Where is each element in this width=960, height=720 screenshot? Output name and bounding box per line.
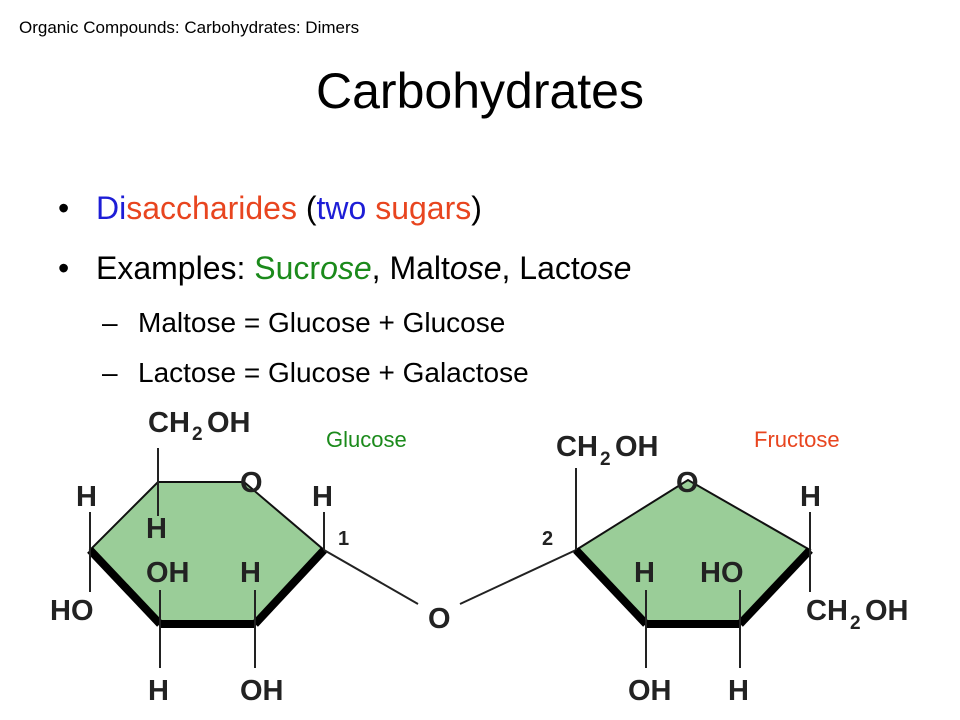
bullet2-lead: Examples: [96,250,255,286]
glycosidic-bond-right [459,549,577,605]
glucose-ch2oh-oh: OH [207,407,251,439]
bullet1-sugars: sugars [375,190,472,226]
sub-bullet-maltose: –Maltose = Glucose + Glucose [58,298,631,348]
sucrose-structure-diagram: Glucose Fructose CH 2 OH O H H H OH H HO… [50,407,909,707]
dash-marker: – [102,357,118,388]
bullet1-saccharides: saccharides [126,190,297,226]
glucose-ho-left: HO [50,595,94,627]
example-lactose-root: , Lact [501,250,580,286]
bullet-disaccharides: Disaccharides (two sugars) [58,178,631,238]
bullet1-close-paren: ) [471,190,482,226]
example-maltose-root: , Malt [371,250,450,286]
fructose-ch2oh-top-ch: CH [556,431,598,463]
glucose-h-bottom: H [148,675,169,707]
glucose-oh-bottom: OH [240,675,284,707]
glucose-h-c1: H [312,481,333,513]
fructose-ch2oh-right-ch: CH [806,595,848,627]
glucose-h-c4: H [146,513,167,545]
glucose-bold-bond-right [252,547,327,627]
glucose-h-left: H [76,481,97,513]
example-sucrose-root: Sucr [254,250,321,286]
bullet1-space [366,190,375,226]
fructose-ring-oxygen: O [676,467,699,499]
glucose-ring-oxygen: O [240,467,263,499]
fructose-ch2oh-top-subscript: 2 [600,449,611,470]
glycosidic-bond-left [323,549,419,605]
sub-bullet-text: Lactose = Glucose + Galactose [138,357,529,388]
example-lactose-suffix: ose [579,250,632,286]
glucose-ch2oh-ch: CH [148,407,190,439]
breadcrumb: Organic Compounds: Carbohydrates: Dimers [19,18,360,37]
fructose-ch2oh-right-subscript: 2 [850,613,861,634]
bullet1-di: Di [96,190,127,226]
glucose-c1-number: 1 [338,528,349,550]
fructose-c2-number: 2 [542,528,553,550]
fructose-h-c3: H [634,557,655,589]
fructose-ch2oh-right-oh: OH [865,595,909,627]
example-maltose-suffix: ose [449,250,502,286]
fructose-bold-bond-right [737,547,813,627]
glucose-ring [88,481,326,625]
sub-bullet-lactose: –Lactose = Glucose + Galactose [58,348,631,398]
slide-title: Carbohydrates [316,63,644,119]
glucose-label: Glucose [326,427,407,452]
glucose-oh-c4: OH [146,557,190,589]
bullet-examples: Examples: Sucrose, Maltose, Lactose [58,238,631,298]
bullet1-two: two [316,190,367,226]
fructose-h-right: H [800,481,821,513]
fructose-oh-bottom: OH [628,675,672,707]
fructose-ho-c4: HO [700,557,744,589]
fructose-bold-bond-left [573,547,649,627]
glucose-ch2oh-subscript: 2 [192,424,203,445]
dash-marker: – [102,307,118,338]
glucose-h-c3: H [240,557,261,589]
example-sucrose-suffix: ose [320,250,372,286]
fructose-label: Fructose [754,427,840,452]
fructose-h-bottom: H [728,675,749,707]
fructose-ring [574,478,812,625]
bullet-list: Disaccharides (two sugars) Examples: Suc… [58,178,631,398]
bullet1-open-paren: ( [296,190,317,226]
glucose-bold-bond-left [87,547,163,627]
fructose-ch2oh-top-oh: OH [615,431,659,463]
bridge-oxygen: O [428,603,451,635]
sub-bullet-text: Maltose = Glucose + Glucose [138,307,506,338]
